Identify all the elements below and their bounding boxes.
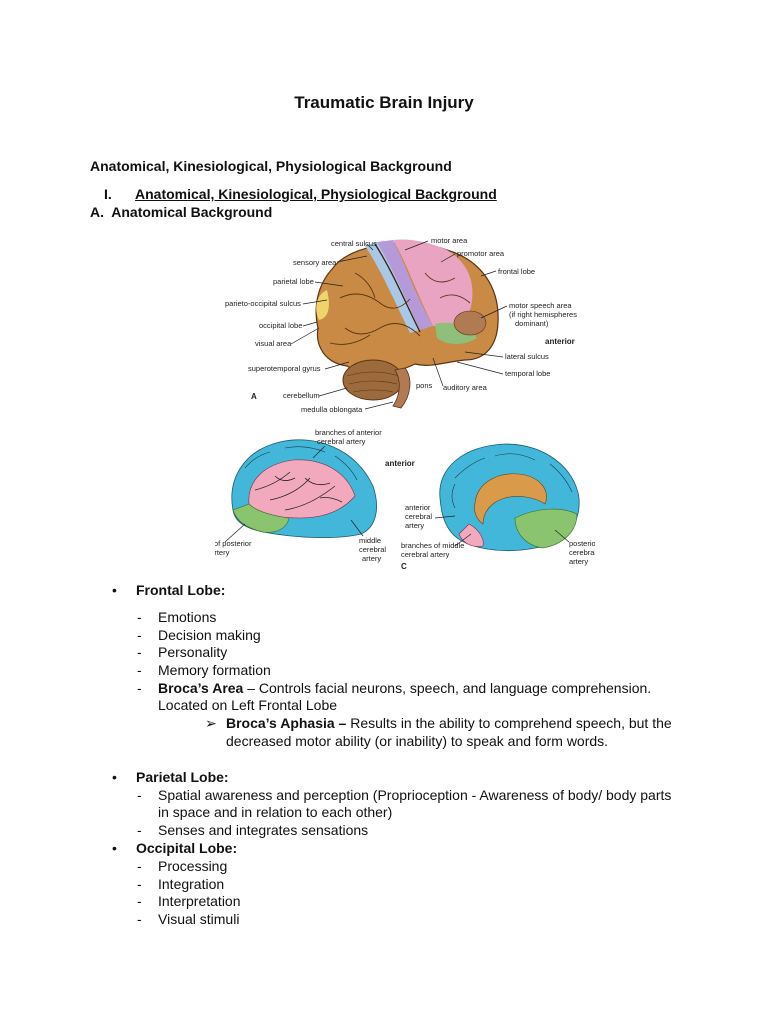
page-title: Traumatic Brain Injury bbox=[294, 93, 474, 112]
label-promotor-area: promotor area bbox=[457, 249, 505, 258]
label-cerebellum: cerebellum bbox=[283, 391, 320, 400]
dash: - bbox=[137, 787, 142, 803]
label-motor-area: motor area bbox=[431, 236, 468, 245]
label-branches-anterior: branches of anterior bbox=[315, 428, 382, 437]
label-medulla-oblongata: medulla oblongata bbox=[301, 405, 363, 414]
label-middle-cerebral-3: artery bbox=[362, 554, 381, 563]
label-motor-speech-area: motor speech area bbox=[509, 301, 572, 310]
section-numeral: I. bbox=[104, 186, 112, 202]
label-temporal-lobe: temporal lobe bbox=[505, 369, 550, 378]
brocas-aphasia-text: Results in the ability to comprehend spe… bbox=[346, 715, 672, 731]
brocas-area-text-line2: Located on Left Frontal Lobe bbox=[158, 697, 338, 713]
dash: - bbox=[137, 858, 142, 874]
brocas-aphasia-label: Broca’s Aphasia – bbox=[226, 715, 347, 731]
label-branches-middle-2: cerebral artery bbox=[401, 550, 450, 559]
figure-c-labels: anterior cerebral artery branches of mid… bbox=[401, 503, 595, 571]
label-middle-cerebral-2: cerebral bbox=[359, 545, 386, 554]
label-posterior-cerebral: posterior bbox=[569, 539, 595, 548]
list-item: Decision making bbox=[158, 627, 261, 643]
document-subtitle: Anatomical, Kinesiological, Physiologica… bbox=[90, 158, 452, 174]
label-anterior-cerebral-3: artery bbox=[405, 521, 424, 530]
label-motor-speech-area-2: (if right hemispheres bbox=[509, 310, 577, 319]
list-item: Senses and integrates sensations bbox=[158, 822, 369, 838]
label-branches-middle: branches of middle bbox=[401, 541, 464, 550]
label-occipital-lobe: occipital lobe bbox=[259, 321, 302, 330]
list-item: Spatial awareness and perception (Propri… bbox=[158, 787, 672, 803]
medial-brain-b-illustration bbox=[231, 439, 377, 539]
label-letter-a: A bbox=[251, 392, 257, 401]
brocas-area-label: Broca’s Area bbox=[158, 680, 244, 696]
label-superotemporal-gyrus: superotemporal gyrus bbox=[248, 364, 321, 373]
list-item: Visual stimuli bbox=[158, 911, 240, 927]
dash: - bbox=[137, 609, 142, 625]
bullet: • bbox=[112, 582, 117, 598]
figure-b-labels: branches of anterior cerebral artery ant… bbox=[215, 428, 415, 563]
label-auditory-area: auditory area bbox=[443, 383, 488, 392]
bullet: • bbox=[112, 840, 117, 856]
label-anterior-cerebral-2: cerebral bbox=[405, 512, 432, 521]
label-posterior-cerebral-2: cerebral bbox=[569, 548, 595, 557]
list-item: Personality bbox=[158, 644, 228, 660]
brocas-area-item: Broca’s Area – Controls facial neurons, … bbox=[158, 680, 678, 697]
arrow-bullet: ➢ bbox=[205, 715, 217, 731]
label-posterior-cerebral-3: artery bbox=[569, 557, 588, 566]
label-sensory-area: sensory area bbox=[293, 258, 337, 267]
brocas-aphasia-text-line2: decreased motor ability (or inability) t… bbox=[226, 733, 609, 749]
medial-brain-c-illustration bbox=[439, 443, 580, 551]
label-anterior-cerebral: anterior bbox=[405, 503, 431, 512]
lateral-brain-illustration bbox=[315, 239, 499, 409]
brocas-aphasia-item: Broca’s Aphasia – Results in the ability… bbox=[226, 715, 672, 732]
dash: - bbox=[137, 680, 142, 696]
label-branches-posterior-2: cerebral artery bbox=[215, 548, 230, 557]
frontal-lobe-heading: Frontal Lobe: bbox=[136, 582, 226, 598]
list-item: Processing bbox=[158, 858, 228, 874]
label-frontal-lobe: frontal lobe bbox=[498, 267, 535, 276]
label-central-sulcus: central sulcus bbox=[331, 239, 377, 248]
dash: - bbox=[137, 644, 142, 660]
label-middle-cerebral: middle bbox=[359, 536, 381, 545]
label-anterior-b: anterior bbox=[385, 459, 415, 468]
bullet: • bbox=[112, 769, 117, 785]
parietal-lobe-heading: Parietal Lobe: bbox=[136, 769, 229, 785]
brain-figure: central sulcus motor area sensory area p… bbox=[215, 236, 595, 571]
dash: - bbox=[137, 627, 142, 643]
occipital-lobe-heading: Occipital Lobe: bbox=[136, 840, 238, 856]
label-parietal-lobe: parietal lobe bbox=[273, 277, 314, 286]
dash: - bbox=[137, 876, 142, 892]
label-visual-area: visual area bbox=[255, 339, 292, 348]
label-motor-speech-area-3: dominant) bbox=[515, 319, 549, 328]
label-pons: pons bbox=[416, 381, 433, 390]
label-branches-posterior: branches of posterior bbox=[215, 539, 252, 548]
list-item: Interpretation bbox=[158, 893, 241, 909]
section-heading: Anatomical, Kinesiological, Physiologica… bbox=[135, 186, 497, 202]
dash: - bbox=[137, 662, 142, 678]
subsection-heading: A. Anatomical Background bbox=[90, 204, 273, 220]
dash: - bbox=[137, 911, 142, 927]
label-parieto-occipital-sulcus: parieto-occipital sulcus bbox=[225, 299, 301, 308]
figure-a-labels: central sulcus motor area sensory area p… bbox=[225, 236, 577, 414]
label-anterior-a: anterior bbox=[545, 337, 575, 346]
label-lateral-sulcus: lateral sulcus bbox=[505, 352, 549, 361]
brocas-area-text: – Controls facial neurons, speech, and l… bbox=[243, 680, 652, 696]
dash: - bbox=[137, 822, 142, 838]
list-item: Emotions bbox=[158, 609, 217, 625]
list-item-continued: in space and in relation to each other) bbox=[158, 804, 393, 820]
dash: - bbox=[137, 893, 142, 909]
list-item: Memory formation bbox=[158, 662, 271, 678]
label-branches-anterior-2: cerebral artery bbox=[317, 437, 366, 446]
list-item: Integration bbox=[158, 876, 225, 892]
label-letter-c: C bbox=[401, 562, 407, 571]
